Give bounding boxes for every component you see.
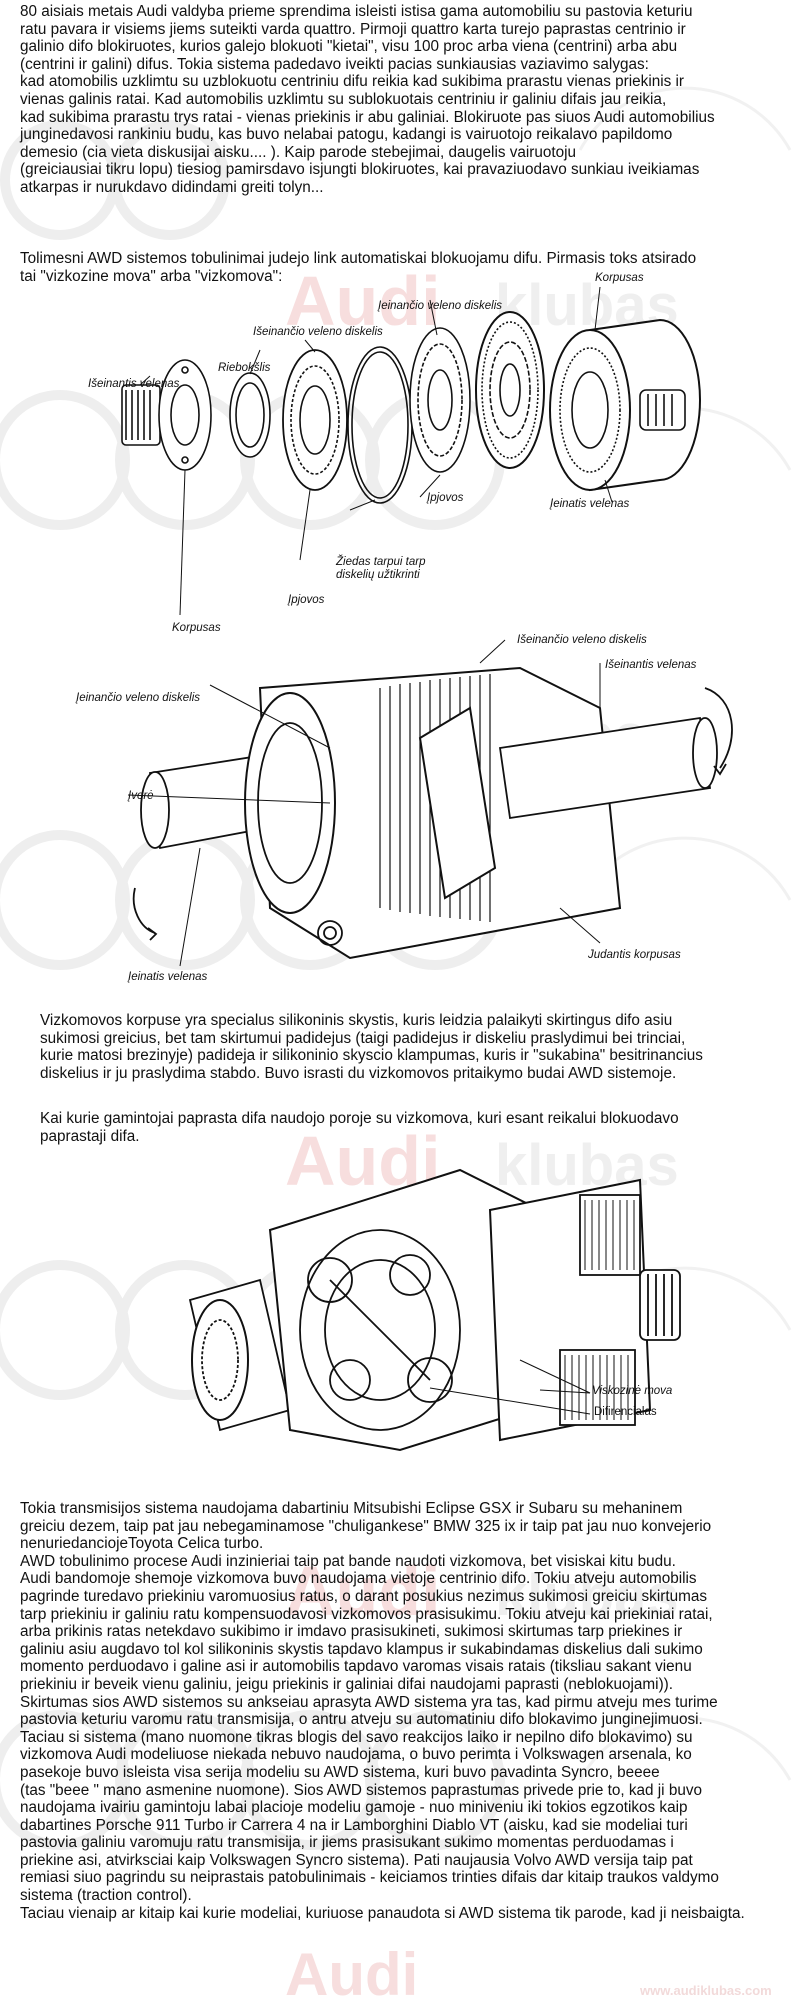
- text-line: Kai kurie gamintojai paprasta difa naudo…: [40, 1110, 679, 1127]
- svg-text:www.audiklubas.com: www.audiklubas.com: [639, 1983, 772, 1998]
- label-ieinancio-diskelis: Įeinančio veleno diskelis: [378, 300, 503, 312]
- exploded-viscous-coupling-figure: Korpusas Įeinančio veleno diskelis Išein…: [0, 270, 800, 640]
- label-ieinatis-velenas-2: Įeinatis velenas: [128, 971, 208, 983]
- label-diferencialas: Difirencialas: [594, 1406, 657, 1418]
- differential-with-viscous-coupling-figure: Viskozinė mova Difirencialas: [0, 1150, 800, 1470]
- text-line: (centrini ir galini) difus. Tokia sistem…: [20, 55, 649, 73]
- label-iseinancio-diskelis: Išeinančio veleno diskelis: [253, 326, 383, 338]
- text-line: pagrinde turedavo priekiniu varomuosius …: [20, 1587, 707, 1605]
- text-line: Taciau vienaip ar kitaip kai kurie model…: [20, 1904, 745, 1922]
- text-line: kad sukibima prarastu trys ratai - viena…: [20, 108, 715, 126]
- text-line: galiniu asiu augdavo tol kol silikoninis…: [20, 1640, 703, 1658]
- text-line: pastovia keturiu varomu ratu transmisija…: [20, 1711, 703, 1729]
- final-paragraph: Tokia transmisijos sistema naudojama dab…: [20, 1500, 780, 1922]
- text-line: vienas galinis ratai. Kad automobilis uz…: [20, 90, 667, 108]
- svg-text:klubas: klubas: [495, 1133, 679, 1198]
- label-ziedas: Žiedas tarpui tarp diskelių užtikrinti: [336, 556, 426, 582]
- text-line: Tolimesni AWD sistemos tobulinimai judej…: [20, 250, 697, 267]
- silicone-paragraph: Vizkomovos korpuse yra specialus silikon…: [40, 1012, 780, 1082]
- text-line: (tas "beee " mano asmenine nuomone). Sio…: [20, 1781, 702, 1799]
- label-korpusas-bottom: Korpusas: [172, 622, 221, 634]
- text-line: demesio (cia vieta diskusijai aisku.... …: [20, 143, 577, 161]
- text-line: priekiniu ir beveik vienu galiniu, jeigu…: [20, 1675, 674, 1693]
- label-ieinatis-velenas: Įeinatis velenas: [550, 498, 630, 510]
- svg-text:Audi: Audi: [285, 262, 441, 340]
- text-line: ratu pavara ir visiems jiems suteikti va…: [20, 20, 686, 38]
- text-line: priekine asi, atvirksciai kaip Volkswage…: [20, 1851, 693, 1869]
- text-line: Skirtumas sios AWD sistemos su ankseiau …: [20, 1693, 718, 1711]
- text-line: momento perduodavo i galine asi ir autom…: [20, 1658, 692, 1676]
- label-ziedas-line1: Žiedas tarpui tarp: [336, 556, 426, 568]
- label-iseinantis-velenas: Išeinantis velenas: [88, 378, 180, 390]
- makers-paragraph: Kai kurie gamintojai paprasta difa naudo…: [40, 1110, 780, 1145]
- differential-diagram: [188, 1168, 681, 1452]
- text-line: nenuriedanciojeToyota Celica turbo.: [20, 1535, 264, 1553]
- text-line: pasekoje buvo isleista visa serija model…: [20, 1763, 660, 1781]
- label-ipjovos-right: Įpjovos: [427, 492, 464, 504]
- text-line: Vizkomovos korpuse yra specialus silikon…: [40, 1012, 673, 1029]
- label-iseinantis-velenas-2: Išeinantis velenas: [605, 659, 697, 671]
- text-line: pastovia galiniu varomuju ratu transmisi…: [20, 1834, 674, 1852]
- text-line: tarp priekiniu ir galiniu ratu kompensuo…: [20, 1605, 713, 1623]
- text-line: paprastaji difa.: [40, 1127, 140, 1145]
- text-line: dabartines Porsche 911 Turbo ir Carrera …: [20, 1816, 688, 1834]
- text-line: kurie matosi brezinyje) padideja ir sili…: [40, 1047, 703, 1065]
- label-iseinancio-diskelis-2: Išeinančio veleno diskelis: [517, 634, 647, 646]
- label-riebokslis: Riebokšlis: [218, 362, 271, 374]
- cutaway-viscous-coupling-figure: Išeinančio veleno diskelis Išeinantis ve…: [0, 628, 800, 988]
- text-line: Taciau si sistema (mano nuomone tikras b…: [20, 1728, 693, 1746]
- label-ieinancio-diskelis-2: Įeinančio veleno diskelis: [76, 692, 201, 704]
- text-line: sukimosi greicius, bet tam skirtumui pad…: [40, 1029, 686, 1047]
- label-ziedas-line2: diskelių užtikrinti: [336, 569, 420, 581]
- svg-text:Audi: Audi: [285, 1552, 441, 1630]
- text-line: naudojama ivairiu gamintoju labai placio…: [20, 1799, 688, 1817]
- text-line: junginedavosi rankiniu budu, kas buvo ne…: [20, 126, 673, 144]
- text-line: Audi bandomoje shemoje vizkomova buvo na…: [20, 1570, 697, 1588]
- label-judantis-korpusas: Judantis korpusas: [588, 949, 681, 961]
- text-line: 80 aisiais metais Audi valdyba prieme sp…: [20, 3, 693, 20]
- text-line: kad atomobilis uzklimtu su uzblokuotu ce…: [20, 73, 685, 91]
- exploded-diagram: [121, 286, 701, 616]
- label-ipjovos-left: Įpjovos: [288, 594, 325, 606]
- svg-text:klubas: klubas: [495, 1563, 679, 1628]
- text-line: arba prikinis ratas netekdavo sukibimo i…: [20, 1623, 683, 1641]
- text-line: vizkomova Audi modeliuose niekada nebuvo…: [20, 1746, 692, 1764]
- text-line: galinio difo blokiruotes, kurios galejo …: [20, 38, 678, 56]
- text-line: (greiciausiai tikru lopu) tiesiog pamirs…: [20, 161, 700, 179]
- text-line: tai "vizkozine mova" arba "vizkomova":: [20, 267, 283, 285]
- text-line: atkarpas ir nurukdavo didindami greiti t…: [20, 178, 324, 196]
- cutaway-diagram: [127, 639, 733, 967]
- label-korpusas-top: Korpusas: [595, 272, 644, 284]
- text-line: Tokia transmisijos sistema naudojama dab…: [20, 1500, 683, 1517]
- awd-paragraph: Tolimesni AWD sistemos tobulinimai judej…: [20, 250, 780, 285]
- text-line: remiasi siuo pagrindu su neiprastais pat…: [20, 1869, 719, 1887]
- text-line: sistema (traction control).: [20, 1887, 192, 1905]
- text-line: diskelius ir ju praslydima stabdo. Buvo …: [40, 1064, 677, 1082]
- text-line: greiciu dezem, taip pat jau nebegaminamo…: [20, 1517, 712, 1535]
- label-viskozine-mova: Viskozinė mova: [592, 1385, 673, 1397]
- intro-paragraph: 80 aisiais metais Audi valdyba prieme sp…: [20, 3, 780, 197]
- text-line: AWD tobulinimo procese Audi inzinieriai …: [20, 1552, 676, 1570]
- label-ivore: Įvorė: [128, 790, 154, 802]
- svg-text:Audi: Audi: [285, 1941, 418, 2000]
